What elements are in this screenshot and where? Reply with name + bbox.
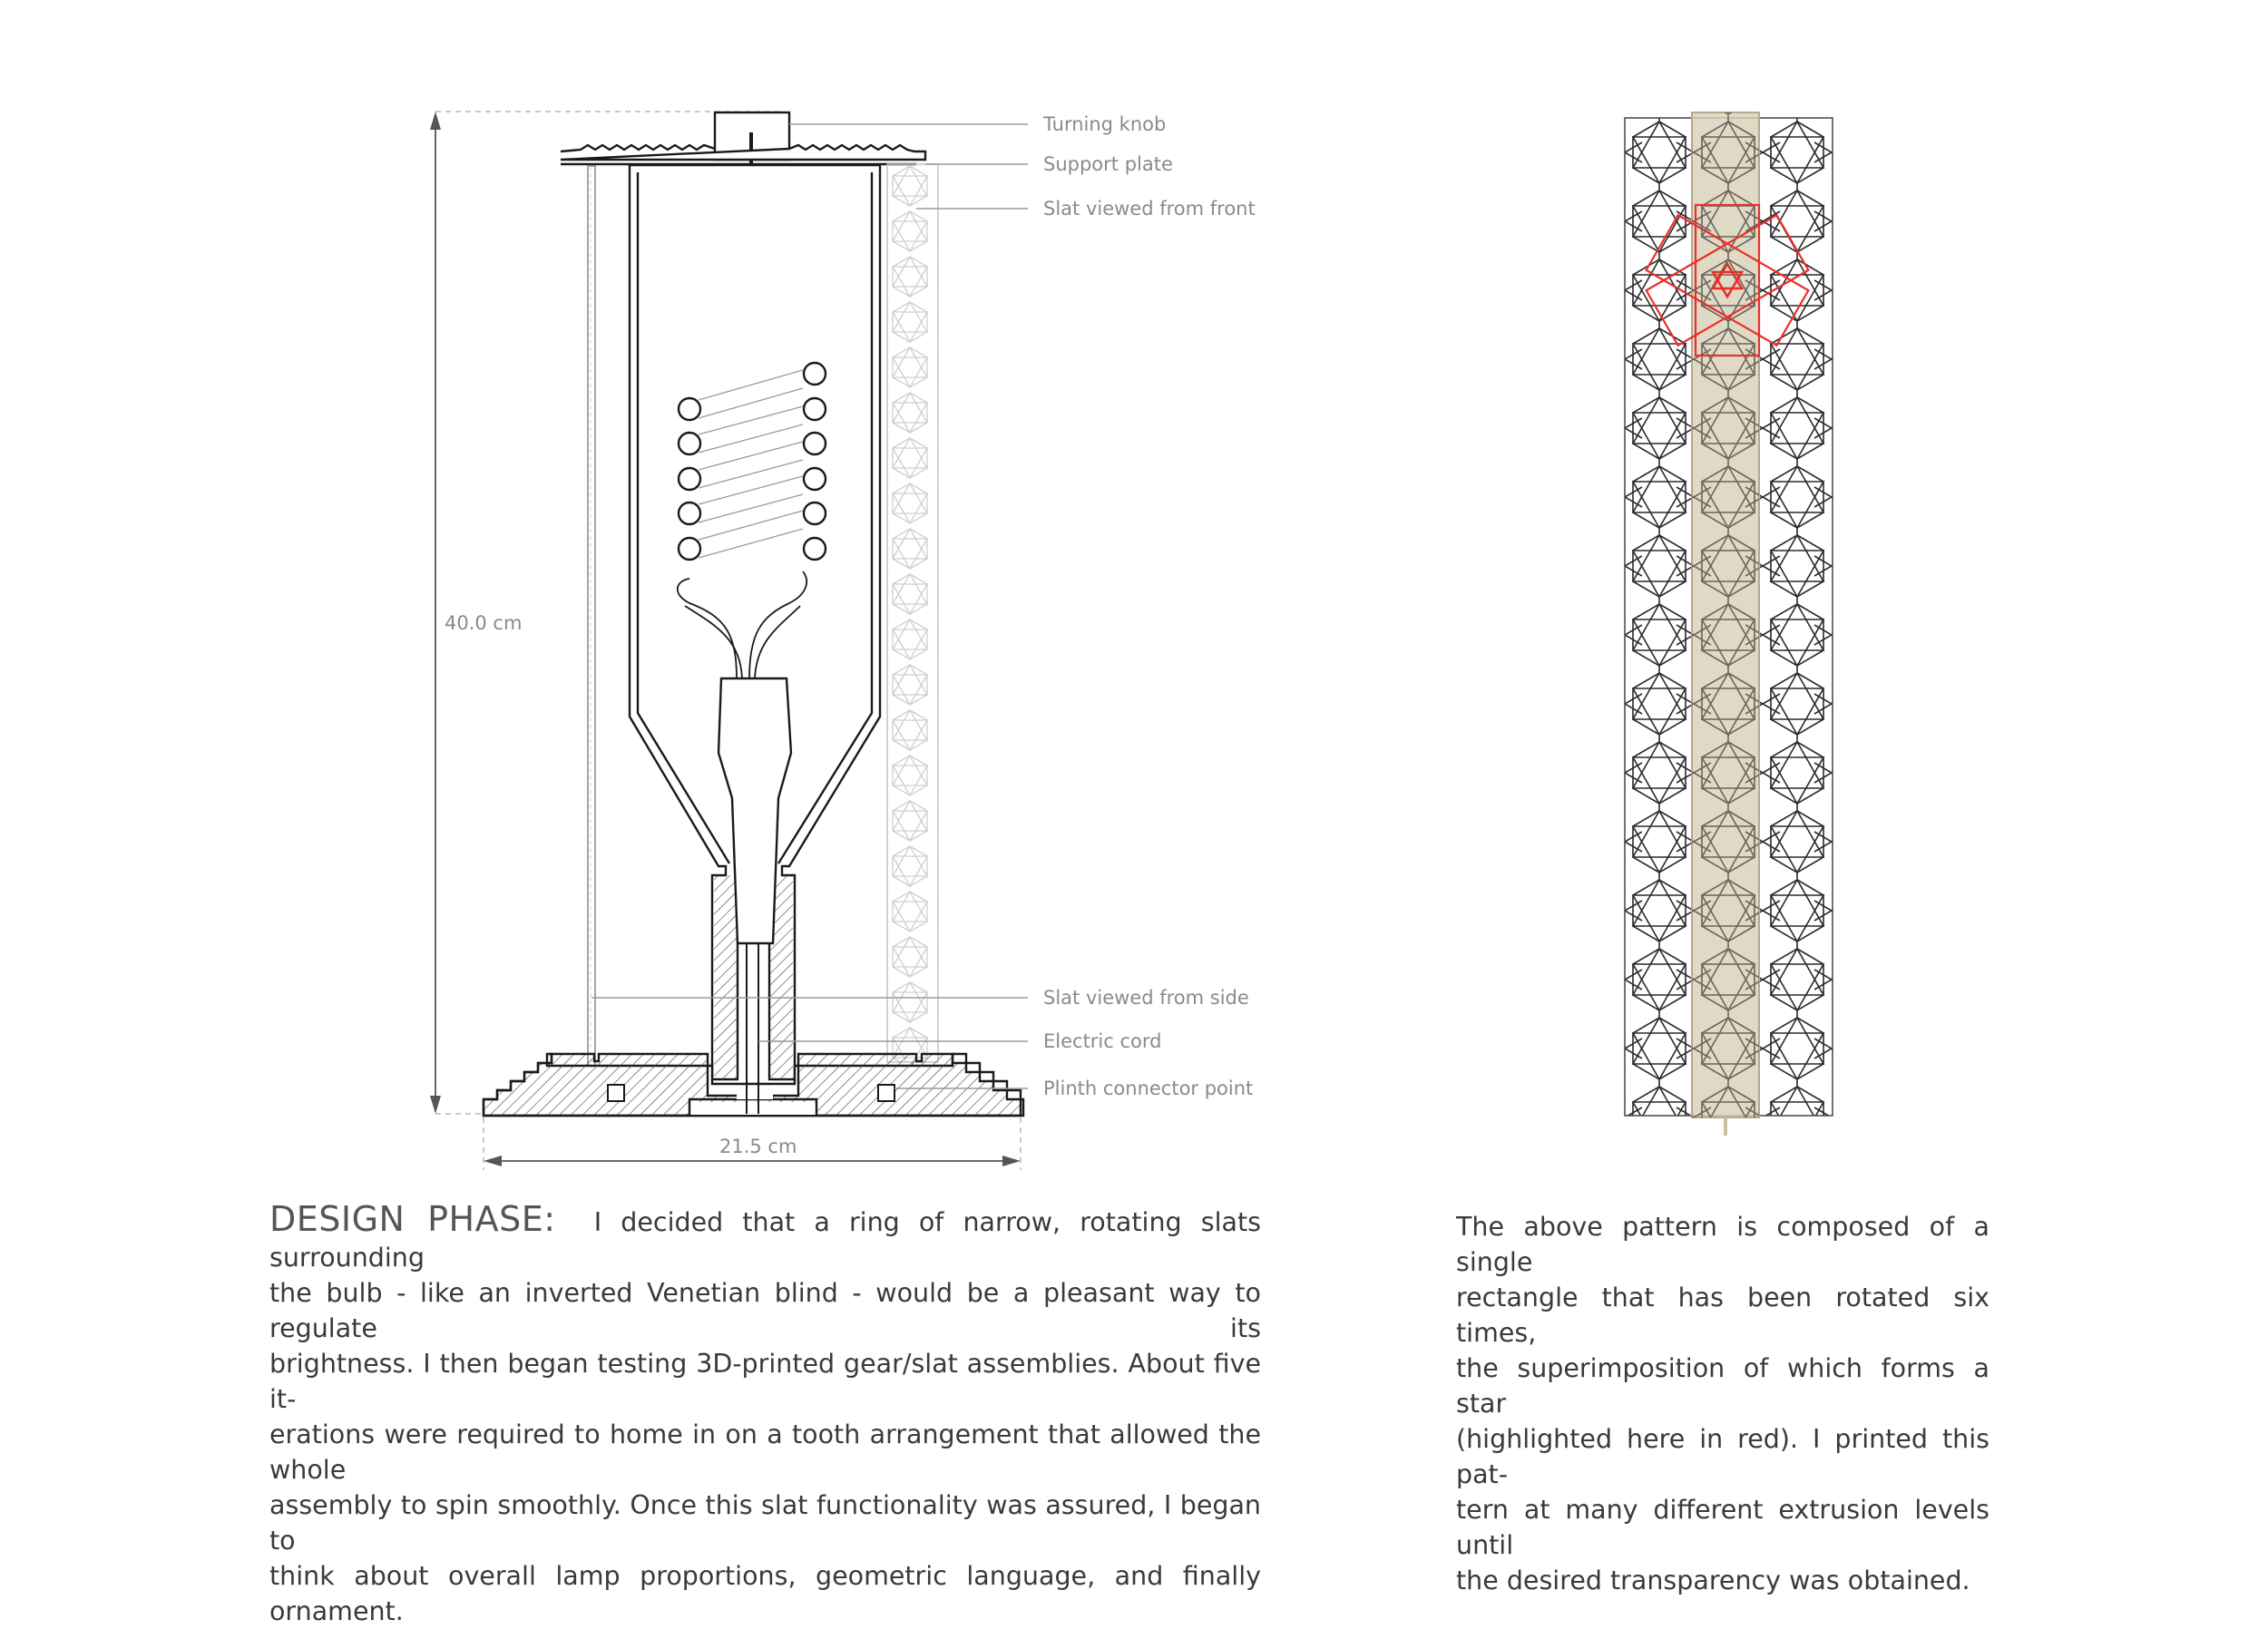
leader-lines [591,123,1028,1089]
callout-plinth-connector: Plinth connector point [1043,1078,1254,1099]
filament-coil [677,361,827,561]
slat-front-view [886,163,939,1063]
design-line-2: the bulb - like an inverted Venetian bli… [269,1278,1261,1343]
plinth-connector-left [607,1084,625,1102]
slat-pattern-panel [1624,112,1833,1136]
design-line-6: think about overall lamp proportions, ge… [269,1561,1261,1626]
design-line-5: assembly to spin smoothly. Once this sla… [269,1490,1261,1556]
pattern-line-4: (highlighted here in red). I printed thi… [1456,1424,1989,1489]
lamp-design-drawing [430,111,1833,1170]
pattern-line-3: the superimposition of which forms a sta… [1456,1353,1989,1419]
callout-turning-knob: Turning knob [1043,113,1167,135]
pattern-line-2: rectangle that has been rotated six time… [1456,1283,1989,1348]
pattern-line-5: tern at many different extrusion levels … [1456,1495,1989,1560]
callout-slat-front: Slat viewed from front [1043,198,1256,219]
callout-slat-side: Slat viewed from side [1043,987,1249,1009]
pattern-line-1: The above pattern is composed of a singl… [1456,1212,1989,1277]
design-line-1: I decided that a ring of narrow, rotatin… [269,1207,1261,1273]
dimension-lines [430,112,1021,1166]
callout-support-plate: Support plate [1043,153,1173,175]
support-plate [560,143,927,161]
bulb-socket [717,677,793,945]
slat-side-view [587,165,596,1074]
height-dimension-label: 40.0 cm [445,612,523,634]
lamp-section [435,111,1025,1170]
design-line-4: erations were required to home in on a t… [269,1419,1261,1485]
design-phase-paragraph: DESIGN PHASE: I decided that a ring of n… [269,1202,1261,1629]
pattern-line-6: the desired transparency was obtained. [1456,1566,1970,1595]
callout-electric-cord: Electric cord [1043,1030,1162,1052]
width-dimension-label: 21.5 cm [719,1136,797,1157]
star-highlight [1645,203,1810,357]
plinth-connector-right [877,1084,895,1102]
design-line-3: brightness. I then began testing 3D-prin… [269,1349,1261,1414]
design-phase-heading: DESIGN PHASE: [269,1199,556,1239]
pattern-paragraph: The above pattern is composed of a singl… [1456,1209,1989,1598]
